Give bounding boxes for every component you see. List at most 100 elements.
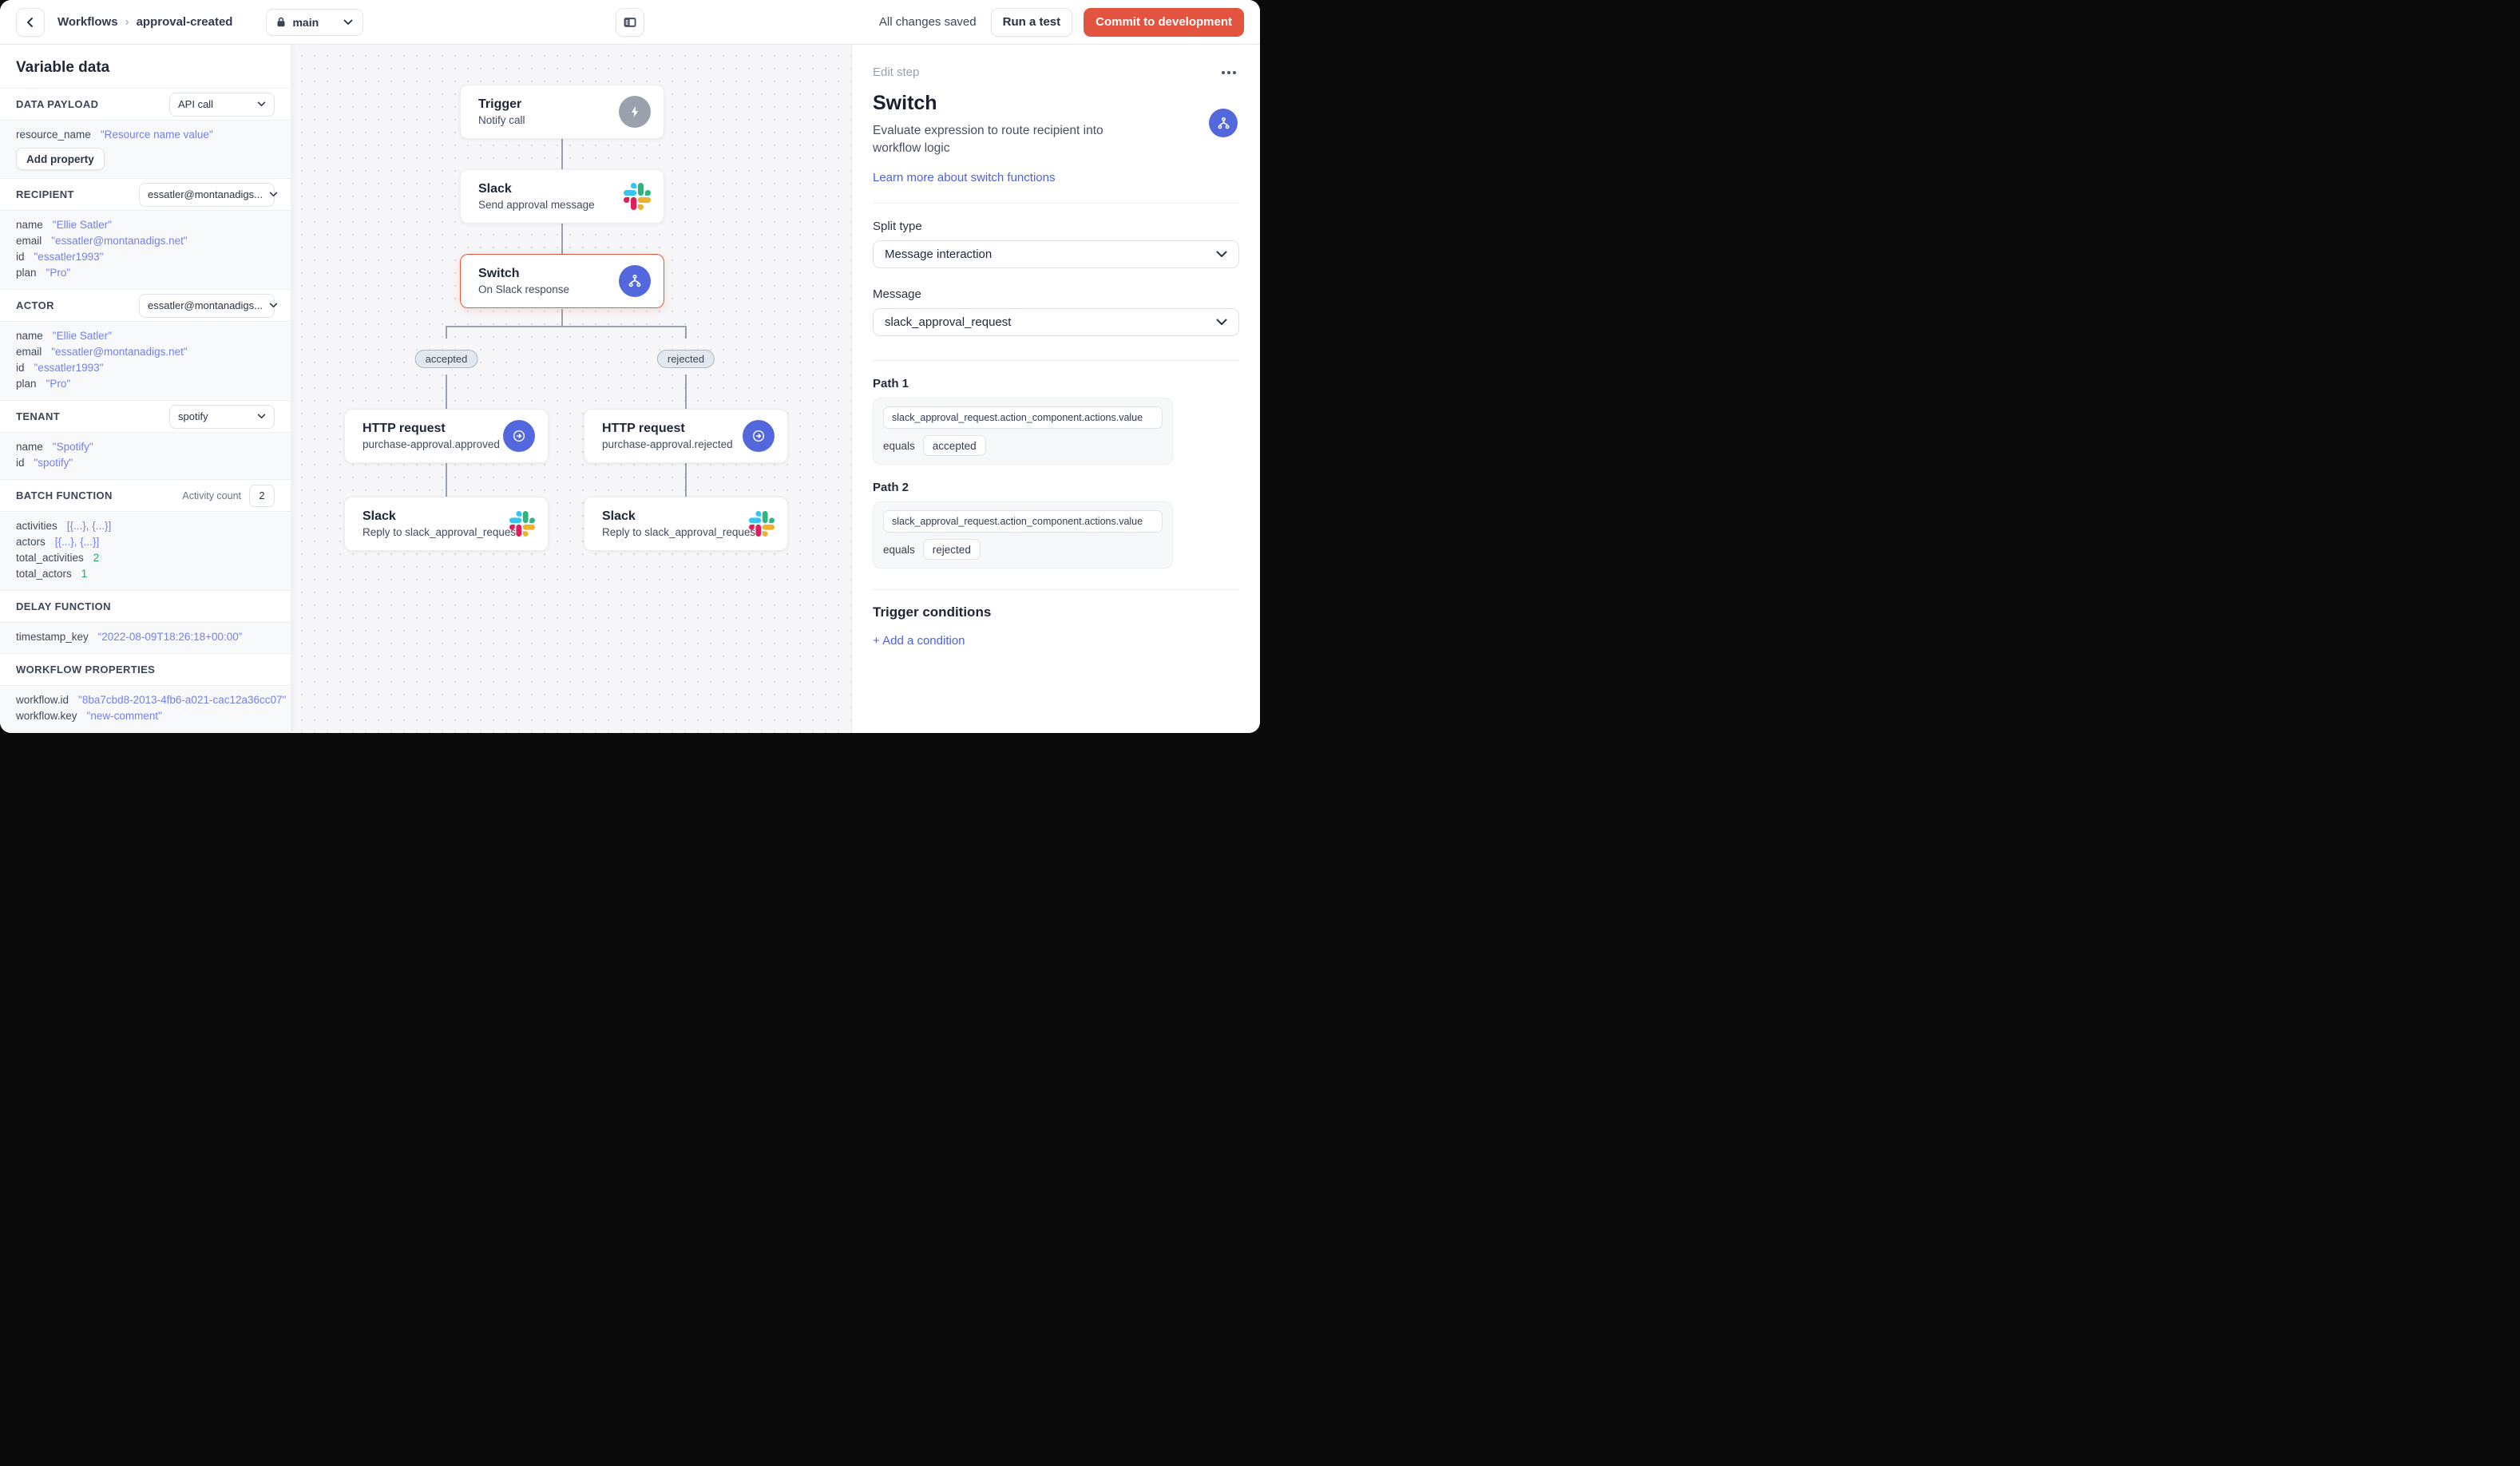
property-value[interactable]: "new-comment"	[87, 708, 162, 724]
run-test-button[interactable]: Run a test	[991, 8, 1073, 37]
path-1-expression-input[interactable]: slack_approval_request.action_component.…	[883, 406, 1163, 429]
workflow-canvas[interactable]: accepted rejected Trigger Notify call Sl…	[291, 45, 851, 733]
property-value[interactable]: "Spotify"	[53, 439, 93, 455]
add-condition-link[interactable]: + Add a condition	[873, 634, 965, 648]
path-1-card: slack_approval_request.action_component.…	[873, 398, 1173, 465]
chevron-down-icon	[257, 101, 266, 107]
property-value[interactable]: "essatler@montanadigs.net"	[51, 233, 187, 249]
back-button[interactable]	[16, 8, 45, 37]
arrow-right-circle-icon	[503, 420, 535, 452]
arrow-right-circle-icon	[743, 420, 775, 452]
node-subtitle: purchase-approval.approved	[363, 438, 503, 450]
property-row: resource_name "Resource name value"	[16, 127, 275, 143]
edit-step-panel: Edit step Switch Evaluate expression to …	[851, 45, 1260, 733]
property-value[interactable]: "Resource name value"	[101, 127, 213, 143]
data-payload-select[interactable]: API call	[169, 93, 275, 117]
breadcrumb: Workflows › approval-created	[57, 15, 232, 29]
panel-eyebrow: Edit step	[873, 65, 919, 79]
property-value[interactable]: "Ellie Satler"	[53, 217, 112, 233]
overflow-menu-button[interactable]	[1218, 68, 1239, 77]
lightning-icon	[619, 96, 651, 128]
section-label: BATCH FUNCTION	[16, 489, 113, 501]
connector	[685, 463, 687, 497]
path-2-value-chip[interactable]: rejected	[923, 539, 981, 560]
connector	[446, 374, 447, 409]
node-subtitle: On Slack response	[478, 283, 619, 295]
trigger-conditions-title: Trigger conditions	[873, 604, 1239, 620]
section-header-tenant: TENANT spotify	[0, 401, 291, 432]
sidebar-layout-icon	[622, 14, 638, 30]
property-value[interactable]: [{...}, {...}]	[55, 534, 100, 550]
section-body-delay-function: timestamp_key“2022-08-09T18:26:18+00:00”	[0, 622, 291, 654]
property-value[interactable]: "essatler1993"	[34, 360, 104, 376]
node-slack-reply-accepted[interactable]: Slack Reply to slack_approval_request	[344, 497, 549, 551]
connector-branch-bar	[446, 326, 687, 327]
property-key: email	[16, 233, 42, 249]
property-value[interactable]: "8ba7cbd8-2013-4fb6-a021-cac12a36cc07"	[78, 692, 286, 708]
message-label: Message	[873, 287, 1239, 301]
branch-split-icon	[1209, 109, 1238, 137]
branch-split-icon	[619, 265, 651, 297]
property-value[interactable]: "spotify"	[34, 455, 73, 471]
node-slack-send[interactable]: Slack Send approval message	[460, 169, 664, 224]
node-http-approved[interactable]: HTTP request purchase-approval.approved	[344, 409, 549, 463]
operator-label: equals	[883, 440, 915, 452]
actor-select[interactable]: essatler@montanadigs...	[139, 294, 275, 318]
node-subtitle: Reply to slack_approval_request	[363, 526, 509, 538]
node-title: Slack	[478, 182, 624, 196]
branch-label-rejected: rejected	[657, 350, 715, 368]
top-bar: Workflows › approval-created main All ch…	[0, 0, 1260, 45]
node-trigger[interactable]: Trigger Notify call	[460, 85, 664, 139]
property-value[interactable]: "Ellie Satler"	[53, 328, 112, 344]
slack-logo-icon	[509, 511, 535, 537]
property-key: id	[16, 455, 25, 471]
section-body-tenant: name"Spotify" id"spotify"	[0, 432, 291, 480]
property-value[interactable]: "Pro"	[46, 376, 71, 392]
activity-count-input[interactable]	[249, 485, 275, 507]
commit-button[interactable]: Commit to development	[1084, 8, 1244, 37]
learn-more-link[interactable]: Learn more about switch functions	[873, 171, 1055, 184]
path-2-expression-input[interactable]: slack_approval_request.action_component.…	[883, 510, 1163, 533]
property-value[interactable]: "Pro"	[46, 265, 71, 281]
add-property-button[interactable]: Add property	[16, 148, 105, 170]
property-value[interactable]: "essatler@montanadigs.net"	[51, 344, 187, 360]
property-value[interactable]: 1	[81, 566, 88, 582]
node-title: HTTP request	[363, 422, 503, 436]
path-1-value-chip[interactable]: accepted	[923, 435, 986, 456]
tenant-select[interactable]: spotify	[169, 405, 275, 429]
section-label: DELAY FUNCTION	[16, 600, 111, 612]
breadcrumb-parent[interactable]: Workflows	[57, 15, 118, 29]
connector	[561, 309, 563, 326]
section-body-batch-function: activities[{...}, {...}] actors[{...}, {…	[0, 511, 291, 591]
message-select[interactable]: slack_approval_request	[873, 308, 1239, 336]
chevron-down-icon	[257, 414, 266, 419]
section-header-actor: ACTOR essatler@montanadigs...	[0, 290, 291, 321]
chevron-down-icon	[1216, 319, 1227, 326]
property-key: id	[16, 249, 25, 265]
property-value[interactable]: 2	[93, 550, 100, 566]
recipient-select[interactable]: essatler@montanadigs...	[139, 183, 275, 207]
node-subtitle: purchase-approval.rejected	[602, 438, 743, 450]
connector	[685, 326, 687, 339]
section-header-workflow-properties: WORKFLOW PROPERTIES	[0, 654, 291, 685]
section-label: TENANT	[16, 410, 60, 422]
node-slack-reply-rejected[interactable]: Slack Reply to slack_approval_request	[584, 497, 788, 551]
node-title: Slack	[602, 509, 749, 524]
branch-name: main	[292, 16, 319, 29]
section-body-recipient: name"Ellie Satler" email"essatler@montan…	[0, 210, 291, 290]
node-http-rejected[interactable]: HTTP request purchase-approval.rejected	[584, 409, 788, 463]
select-value: slack_approval_request	[885, 315, 1011, 329]
property-key: plan	[16, 376, 37, 392]
split-type-select[interactable]: Message interaction	[873, 240, 1239, 268]
branch-select[interactable]: main	[266, 9, 363, 36]
section-header-data-payload: DATA PAYLOAD API call	[0, 89, 291, 120]
operator-label: equals	[883, 544, 915, 556]
property-value[interactable]: "essatler1993"	[34, 249, 104, 265]
property-value[interactable]: [{...}, {...}]	[67, 518, 112, 534]
toggle-sidebar-button[interactable]	[616, 8, 644, 37]
property-value[interactable]: “2022-08-09T18:26:18+00:00”	[98, 629, 243, 645]
node-switch[interactable]: Switch On Slack response	[460, 254, 664, 308]
section-label: RECIPIENT	[16, 188, 74, 200]
property-key: id	[16, 360, 25, 376]
connector	[561, 224, 563, 254]
